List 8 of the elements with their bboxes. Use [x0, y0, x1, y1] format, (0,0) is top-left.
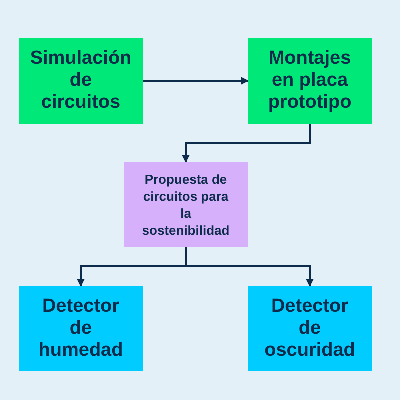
process-box: Propuesta de circuitos para la sostenibilidad	[124, 162, 248, 247]
arrow	[143, 77, 249, 85]
arrow	[185, 247, 314, 287]
process-box: Montajes en placa prototipo	[248, 38, 372, 124]
output-box: Detector de oscuridad	[248, 286, 372, 371]
process-box: Simulación de circuitos	[19, 38, 143, 124]
arrow	[182, 124, 311, 163]
output-box: Detector de humedad	[19, 286, 143, 371]
